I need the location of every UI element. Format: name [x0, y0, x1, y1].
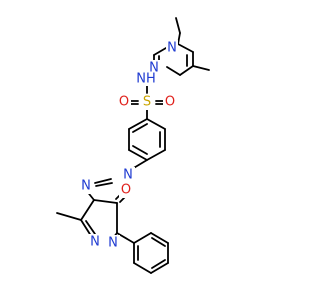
azo-linkage: [85, 159, 148, 201]
bond: [116, 232, 135, 244]
atom-label-n: N: [90, 235, 100, 250]
bond: [146, 149, 166, 161]
bond: [192, 65, 210, 71]
bond: [151, 259, 166, 269]
benzene-ring-phenyl: [116, 232, 169, 274]
atom-labels: N N NH S O O N N O N N: [79, 40, 178, 251]
bond: [151, 237, 166, 247]
atom-label-n: N: [167, 41, 177, 56]
atom-label-o: O: [165, 95, 175, 110]
bond: [85, 220, 96, 235]
atom-label-s: S: [143, 95, 151, 110]
bond: [146, 118, 166, 130]
bond: [133, 232, 152, 244]
bond: [132, 145, 148, 155]
atom-label-n: N: [81, 179, 91, 194]
bond: [177, 43, 194, 53]
atom-label-o: O: [121, 183, 131, 198]
bond: [153, 47, 167, 56]
atom-label-o: O: [119, 95, 129, 110]
bond: [166, 66, 181, 76]
bond: [133, 262, 152, 274]
bond: [150, 232, 169, 244]
atom-label-nh: NH: [136, 72, 156, 87]
bond: [177, 32, 181, 45]
bond: [175, 17, 181, 34]
bond: [94, 178, 112, 184]
atom-label-n: N: [108, 236, 118, 251]
atom-label-n: N: [123, 168, 133, 183]
atom-label-n: N: [149, 61, 159, 76]
bond: [132, 123, 148, 133]
bond: [150, 262, 169, 274]
bond: [128, 149, 148, 161]
bond: [93, 199, 118, 204]
bond: [95, 182, 113, 187]
bond: [128, 118, 148, 130]
bond: [80, 199, 95, 221]
bond: [179, 65, 194, 76]
bond: [56, 212, 82, 221]
pyrimidine-ring: [153, 17, 210, 76]
structure-drawing: N N NH S O O N N O N N: [56, 17, 210, 274]
benzene-ring-central: [128, 118, 166, 161]
molecule-diagram: N N NH S O O N N O N N: [56, 17, 210, 274]
